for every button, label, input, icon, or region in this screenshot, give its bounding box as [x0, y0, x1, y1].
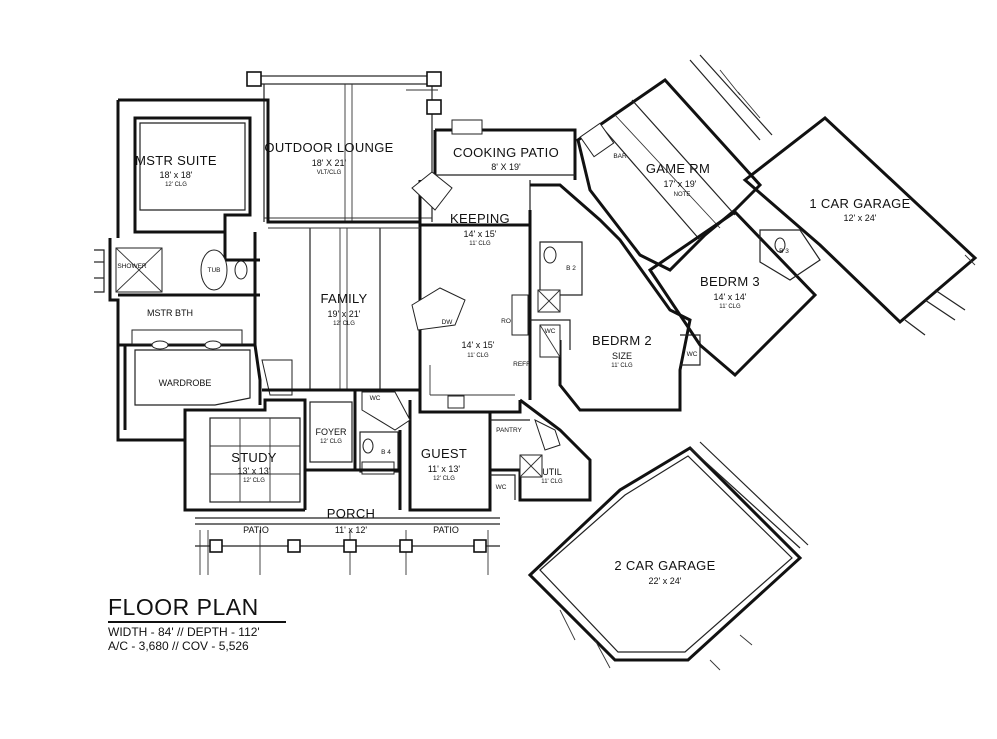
label-game-rm: GAME RM: [646, 161, 710, 176]
clg-bedrm2: 11' CLG: [611, 363, 633, 369]
title-block: FLOOR PLAN WIDTH - 84' // DEPTH - 112' A…: [108, 594, 408, 653]
label-patio-right: PATIO: [433, 525, 459, 535]
label-bedrm3: BEDRM 3: [700, 274, 760, 289]
ac-cov-text: A/C - 3,680 // COV - 5,526: [108, 639, 249, 653]
clg-bedrm3: 11' CLG: [719, 304, 741, 310]
floor-plan-title: FLOOR PLAN: [108, 594, 259, 620]
clg-kitchen: 11' CLG: [467, 353, 489, 359]
label-keeping: KEEPING: [450, 211, 510, 226]
label-wc-b2: WC: [545, 328, 556, 335]
dim-keeping: 14' x 15': [464, 229, 497, 239]
label-1-car-garage: 1 CAR GARAGE: [809, 196, 910, 211]
label-mstr-bth: MSTR BTH: [147, 308, 193, 318]
clg-mstr-suite: 12' CLG: [165, 182, 187, 188]
label-b2: B 2: [566, 265, 576, 272]
keeping-kitchen-walls: [411, 171, 532, 409]
family-room-walls: [262, 227, 420, 392]
label-patio-left: PATIO: [243, 525, 269, 535]
label-wc-foyer: WC: [370, 395, 381, 402]
clg-family: 12' CLG: [333, 321, 355, 327]
master-suite-room: [133, 116, 252, 234]
title-underline: [108, 621, 286, 623]
clg-foyer: 12' CLG: [320, 439, 342, 445]
clg-study: 12' CLG: [243, 478, 265, 484]
label-shower: SHOWER: [117, 263, 147, 270]
bedroom-2-walls: [530, 183, 701, 412]
dim-game-rm: 17' x 19': [664, 179, 697, 189]
clg-guest: 12' CLG: [433, 476, 455, 482]
label-bedrm2: BEDRM 2: [592, 333, 652, 348]
dim-kitchen: 14' x 15': [462, 340, 495, 350]
label-b4: B 4: [381, 449, 391, 456]
label-cooking-patio: COOKING PATIO: [453, 145, 559, 160]
label-wardrobe: WARDROBE: [159, 378, 212, 388]
study-room: [209, 417, 301, 503]
dim-mstr-suite: 18' x 18': [160, 170, 193, 180]
clg-outdoor-lounge: VLT/CLG: [317, 170, 342, 176]
bedroom-3-walls: [647, 210, 818, 378]
dim-outdoor-lounge: 18' X 21': [312, 158, 347, 168]
width-depth-text: WIDTH - 84' // DEPTH - 112': [108, 625, 260, 639]
dim-cooking-patio: 8' X 19': [491, 162, 521, 172]
dim-family: 19' x 21': [328, 309, 361, 319]
dim-guest: 11' x 13': [428, 464, 461, 474]
outdoor-lounge-structure: [246, 71, 442, 222]
label-wc-bedrm2: WC: [687, 351, 698, 358]
label-wc-util: WC: [496, 484, 507, 491]
label-pantry: PANTRY: [496, 427, 522, 434]
dim-2-car-garage: 22' x 24': [649, 576, 682, 586]
label-ro: RO: [501, 318, 511, 325]
label-tub: TUB: [208, 267, 221, 274]
label-dw: DW: [442, 319, 454, 326]
label-outdoor-lounge: OUTDOOR LOUNGE: [264, 140, 393, 155]
exterior-walls: [108, 98, 577, 512]
dim-bedrm2: SIZE: [612, 351, 632, 361]
label-porch: PORCH: [327, 506, 375, 521]
label-study: STUDY: [231, 450, 277, 465]
label-util: UTIL: [542, 467, 562, 477]
clg-keeping: 11' CLG: [469, 241, 491, 247]
game-room-wing: [576, 54, 773, 272]
label-foyer: FOYER: [315, 427, 347, 437]
one-car-garage-walls: [742, 116, 978, 336]
cooking-patio-walls: [435, 119, 575, 210]
label-b3: B 3: [779, 248, 789, 255]
dim-bedrm3: 14' x 14': [714, 292, 747, 302]
utility-pantry-walls: [488, 398, 592, 502]
dim-study: 13' x 13': [238, 466, 271, 476]
clg-util: 11' CLG: [541, 479, 563, 485]
two-car-garage-walls: [527, 441, 809, 671]
foyer-guest-walls: [305, 390, 411, 510]
dim-porch: 11' x 12': [335, 525, 368, 535]
front-porch-patio: [195, 517, 500, 575]
label-mstr-suite: MSTR SUITE: [135, 153, 217, 168]
label-family: FAMILY: [320, 291, 367, 306]
master-bath-area: [94, 232, 293, 430]
clg-game-rm: NOTE: [674, 192, 691, 198]
label-refr: REFR: [513, 361, 531, 368]
dim-1-car-garage: 12' x 24': [844, 213, 877, 223]
label-guest: GUEST: [421, 446, 467, 461]
label-2-car-garage: 2 CAR GARAGE: [614, 558, 715, 573]
label-bar: BAR: [613, 153, 627, 160]
